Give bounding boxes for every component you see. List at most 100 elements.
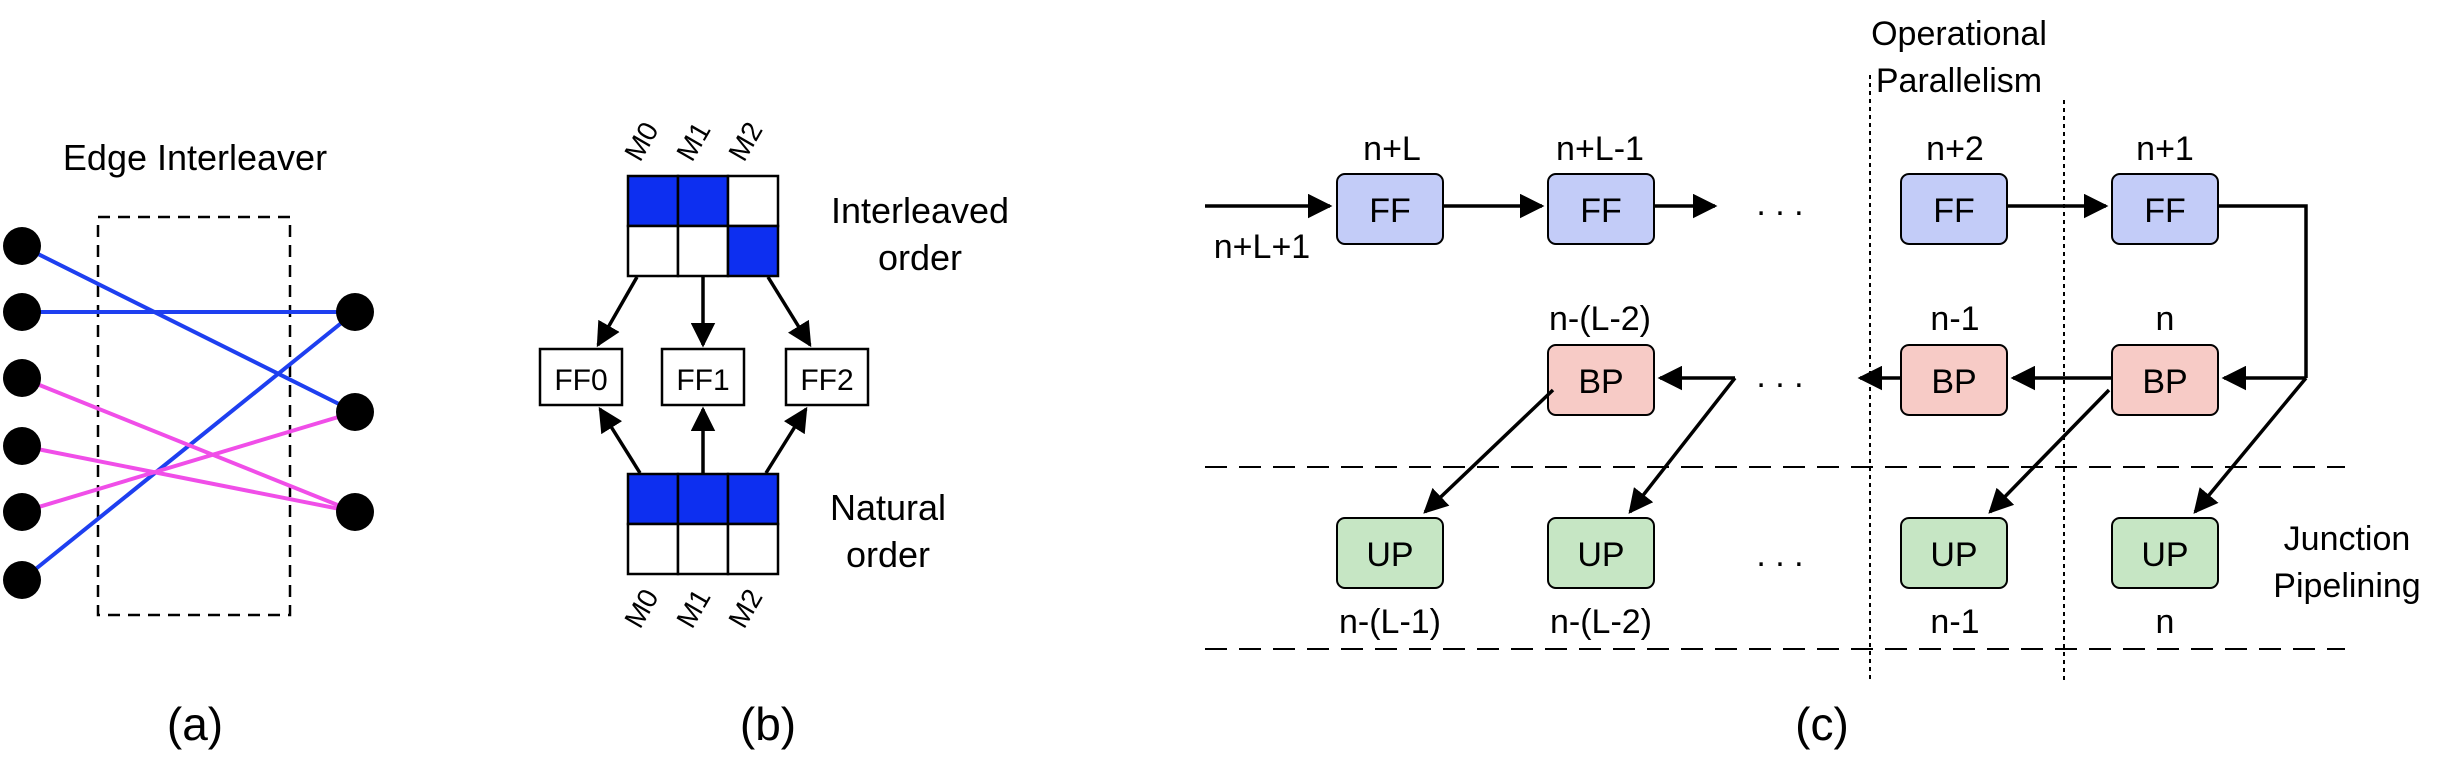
up-block-label: UP xyxy=(1366,536,1413,574)
grid-cell-filled xyxy=(676,472,730,526)
ff2-box xyxy=(784,347,870,407)
junction-label-line1: Junction xyxy=(2284,520,2411,558)
operational-label-line1: Operational xyxy=(1871,15,2047,53)
bp-index-label: n-(L-2) xyxy=(1549,300,1651,338)
memory-label-bottom: M0 xyxy=(618,584,664,633)
up-block xyxy=(1900,517,2008,589)
edge-pink xyxy=(21,410,356,514)
ff-index-label: n+L xyxy=(1363,130,1421,168)
bp-block-label: BP xyxy=(1931,363,1976,401)
bp-block-label: BP xyxy=(2142,363,2187,401)
up-block-label: UP xyxy=(1930,536,1977,574)
caption-a: (a) xyxy=(167,698,223,750)
arrow xyxy=(766,276,812,348)
panel-a: Edge Interleaver (a) xyxy=(3,137,374,750)
junction-label-line2: Pipelining xyxy=(2273,567,2420,605)
edge-blue xyxy=(21,244,356,414)
up-index-label: n-(L-2) xyxy=(1550,603,1652,641)
ff-block xyxy=(1336,173,1444,245)
grid-cell-filled xyxy=(626,174,680,228)
interleaved-grid xyxy=(626,174,780,278)
node-left xyxy=(3,561,41,599)
grid-cell-filled xyxy=(626,472,680,526)
grid-cell-empty xyxy=(726,522,780,576)
caption-c: (c) xyxy=(1795,698,1849,750)
arrow xyxy=(2193,376,2308,514)
grid-cell-empty xyxy=(676,522,730,576)
ff-block xyxy=(1547,173,1655,245)
bp-ellipsis: . . . xyxy=(1756,357,1803,395)
up-block xyxy=(1547,517,1655,589)
memory-label-top: M1 xyxy=(670,117,716,166)
operational-label-line2: Parallelism xyxy=(1876,62,2042,100)
arrow xyxy=(1628,376,1737,514)
grid-cell-filled xyxy=(676,174,730,228)
grid-cell-filled xyxy=(726,472,780,526)
memory-label-bottom: M1 xyxy=(670,584,716,633)
ff1-label: FF1 xyxy=(676,364,729,397)
up-index-label: n xyxy=(2156,603,2175,641)
panel-b: M0 M1 M2 Interleaved order FF0 FF1 FF2 xyxy=(538,117,1009,750)
ff-block-label: FF xyxy=(2144,192,2186,230)
node-left xyxy=(3,493,41,531)
up-ellipsis: . . . xyxy=(1756,536,1803,574)
node-left xyxy=(3,293,41,331)
edge-pink xyxy=(21,376,356,514)
node-right xyxy=(336,393,374,431)
ff-block-label: FF xyxy=(1369,192,1411,230)
grid-cell-empty xyxy=(626,224,680,278)
arrow xyxy=(596,276,639,348)
ff-index-label: n+2 xyxy=(1926,130,1984,168)
grid-cell-empty xyxy=(676,224,730,278)
panel-c: Operational Parallelism Junction Pipelin… xyxy=(1205,15,2421,750)
interleaved-label-line1: Interleaved xyxy=(831,190,1009,231)
memory-label-bottom: M2 xyxy=(722,584,768,633)
grid-cell-empty xyxy=(726,174,780,228)
bp-block xyxy=(2111,344,2219,416)
connector xyxy=(2218,204,2308,378)
ff-index-label: n+1 xyxy=(2136,130,2194,168)
grid-cell-empty xyxy=(626,522,680,576)
up-block xyxy=(2111,517,2219,589)
up-index-label: n-1 xyxy=(1930,603,1979,641)
ff1-box xyxy=(660,347,746,407)
ff-block-label: FF xyxy=(1580,192,1622,230)
edge-pink xyxy=(21,444,356,514)
node-left xyxy=(3,359,41,397)
arrow xyxy=(1423,388,1555,514)
memory-label-top: M2 xyxy=(722,117,768,166)
ff-block xyxy=(1900,173,2008,245)
interleaved-label-line2: order xyxy=(878,237,962,278)
input-label: n+L+1 xyxy=(1214,228,1310,266)
bp-block xyxy=(1547,344,1655,416)
ff2-label: FF2 xyxy=(800,364,853,397)
natural-label-line2: order xyxy=(846,534,930,575)
caption-b: (b) xyxy=(740,698,796,750)
ff-ellipsis: . . . xyxy=(1756,185,1803,223)
memory-label-top: M0 xyxy=(618,117,664,166)
interleaver-box xyxy=(96,215,292,617)
natural-grid xyxy=(626,472,780,576)
ff-index-label: n+L-1 xyxy=(1556,130,1644,168)
natural-label-line1: Natural xyxy=(830,487,946,528)
node-right xyxy=(336,293,374,331)
ff0-label: FF0 xyxy=(554,364,607,397)
grid-cell-filled xyxy=(726,224,780,278)
arrow xyxy=(1988,388,2111,514)
bp-index-label: n xyxy=(2156,300,2175,338)
ff-block-label: FF xyxy=(1933,192,1975,230)
ff-block xyxy=(2111,173,2219,245)
node-left xyxy=(3,227,41,265)
bp-block-label: BP xyxy=(1578,363,1623,401)
arrow xyxy=(598,406,642,474)
ff0-box xyxy=(538,347,624,407)
up-block-label: UP xyxy=(2141,536,2188,574)
node-right xyxy=(336,493,374,531)
arrow xyxy=(764,406,808,474)
up-block-label: UP xyxy=(1577,536,1624,574)
up-block xyxy=(1336,517,1444,589)
bp-index-label: n-1 xyxy=(1930,300,1979,338)
up-index-label: n-(L-1) xyxy=(1339,603,1441,641)
edge-interleaver-title: Edge Interleaver xyxy=(63,137,327,178)
